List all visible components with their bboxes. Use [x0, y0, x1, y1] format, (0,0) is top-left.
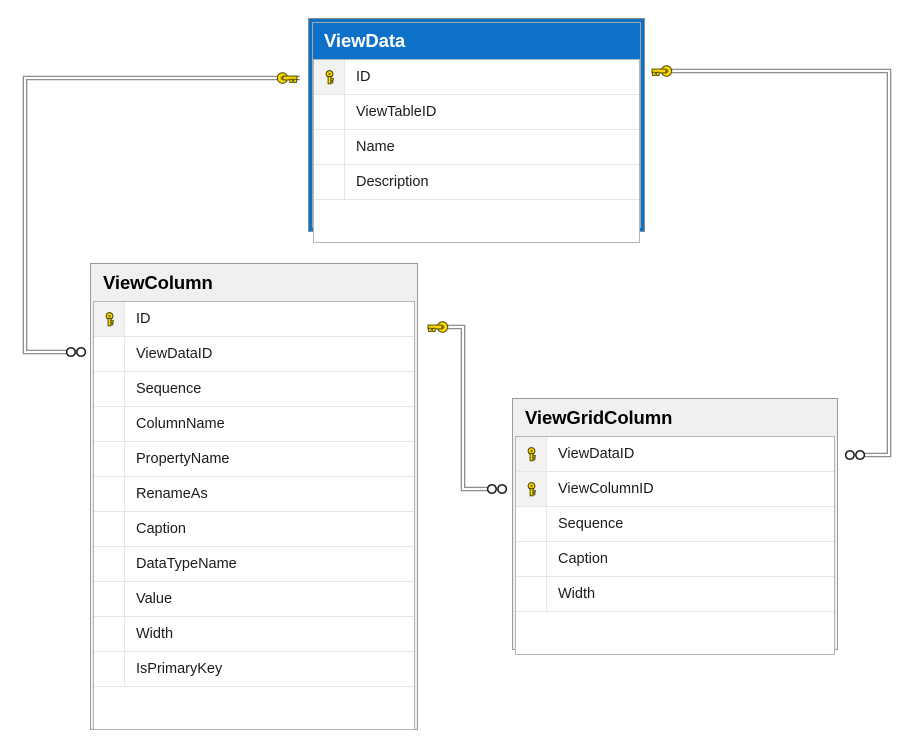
primary-key-cell — [516, 437, 547, 471]
primary-key-cell — [516, 542, 547, 576]
column-grid-viewgridcolumn: ViewDataID ViewColumnID — [515, 436, 835, 655]
primary-key-cell — [516, 472, 547, 506]
relationship-viewcolumn-viewgridcolumn[interactable] — [427, 321, 508, 495]
column-name: ViewTableID — [356, 103, 437, 120]
primary-key-cell — [94, 582, 125, 616]
table-row[interactable]: Sequence — [94, 372, 414, 407]
table-row[interactable]: ViewColumnID — [516, 472, 834, 507]
table-row[interactable]: Name — [314, 130, 639, 165]
table-row[interactable]: Value — [94, 582, 414, 617]
table-row[interactable]: Caption — [516, 542, 834, 577]
table-row[interactable]: IsPrimaryKey — [94, 652, 414, 687]
column-name: ViewDataID — [136, 345, 213, 362]
table-row[interactable]: ID — [314, 60, 639, 95]
primary-key-cell — [314, 200, 345, 242]
key-icon — [527, 446, 536, 461]
column-name — [345, 200, 639, 242]
infinity-icon — [486, 483, 508, 495]
primary-key-cell — [516, 507, 547, 541]
table-row[interactable]: Caption — [94, 512, 414, 547]
key-icon — [325, 69, 334, 84]
column-name: ViewColumnID — [558, 480, 654, 497]
table-row[interactable]: Description — [314, 165, 639, 200]
primary-key-cell — [516, 612, 547, 654]
primary-key-cell — [516, 577, 547, 611]
table-row[interactable]: Width — [516, 577, 834, 612]
column-name: Caption — [558, 550, 608, 567]
entity-viewgridcolumn[interactable]: ViewGridColumn ViewDataID — [512, 398, 838, 655]
column-name: RenameAs — [136, 485, 208, 502]
primary-key-cell — [94, 337, 125, 371]
column-name: Sequence — [136, 380, 202, 397]
key-icon — [527, 481, 536, 496]
table-row[interactable]: ViewTableID — [314, 95, 639, 130]
column-name: Name — [356, 138, 395, 155]
primary-key-cell — [314, 165, 345, 199]
table-row[interactable]: ViewDataID — [94, 337, 414, 372]
table-row[interactable]: ViewDataID — [516, 437, 834, 472]
new-column-row[interactable] — [94, 687, 414, 729]
column-name: Description — [356, 173, 429, 190]
primary-key-cell — [94, 687, 125, 729]
entity-title-viewgridcolumn: ViewGridColumn — [515, 401, 835, 436]
entity-viewcolumn[interactable]: ViewColumn ID — [90, 263, 418, 730]
entity-title-viewdata: ViewData — [313, 23, 640, 59]
primary-key-cell — [314, 60, 345, 94]
column-name: IsPrimaryKey — [136, 660, 223, 677]
column-name: ID — [136, 310, 151, 327]
infinity-icon — [844, 449, 866, 461]
column-name: DataTypeName — [136, 555, 237, 572]
new-column-row[interactable] — [314, 200, 639, 242]
column-name: ColumnName — [136, 415, 225, 432]
entity-viewdata[interactable]: ViewData ID — [308, 18, 645, 243]
primary-key-cell — [94, 547, 125, 581]
column-name — [547, 612, 834, 654]
new-column-row[interactable] — [516, 612, 834, 654]
primary-key-cell — [94, 617, 125, 651]
table-row[interactable]: Sequence — [516, 507, 834, 542]
primary-key-cell — [94, 512, 125, 546]
column-grid-viewcolumn: ID ViewDataID Sequence ColumnName Proper… — [93, 301, 415, 730]
column-name: Sequence — [558, 515, 624, 532]
key-icon — [105, 311, 114, 326]
table-row[interactable]: ID — [94, 302, 414, 337]
primary-key-cell — [314, 95, 345, 129]
column-name: Value — [136, 590, 173, 607]
key-icon — [427, 321, 449, 333]
table-row[interactable]: DataTypeName — [94, 547, 414, 582]
primary-key-cell — [314, 130, 345, 164]
column-name: PropertyName — [136, 450, 230, 467]
primary-key-cell — [94, 407, 125, 441]
column-grid-viewdata: ID ViewTableID Name Description — [313, 59, 640, 243]
key-icon — [651, 65, 673, 77]
key-icon — [276, 72, 298, 84]
table-row[interactable]: PropertyName — [94, 442, 414, 477]
column-name: ID — [356, 68, 371, 85]
column-name: ViewDataID — [558, 445, 635, 462]
column-name: Width — [558, 585, 596, 602]
infinity-icon — [65, 346, 87, 358]
table-row[interactable]: ColumnName — [94, 407, 414, 442]
primary-key-cell — [94, 477, 125, 511]
table-row[interactable]: RenameAs — [94, 477, 414, 512]
primary-key-cell — [94, 652, 125, 686]
primary-key-cell — [94, 372, 125, 406]
primary-key-cell — [94, 442, 125, 476]
column-name: Caption — [136, 520, 186, 537]
column-name — [125, 687, 414, 729]
column-name: Width — [136, 625, 174, 642]
table-row[interactable]: Width — [94, 617, 414, 652]
entity-title-viewcolumn: ViewColumn — [93, 266, 415, 301]
primary-key-cell — [94, 302, 125, 336]
